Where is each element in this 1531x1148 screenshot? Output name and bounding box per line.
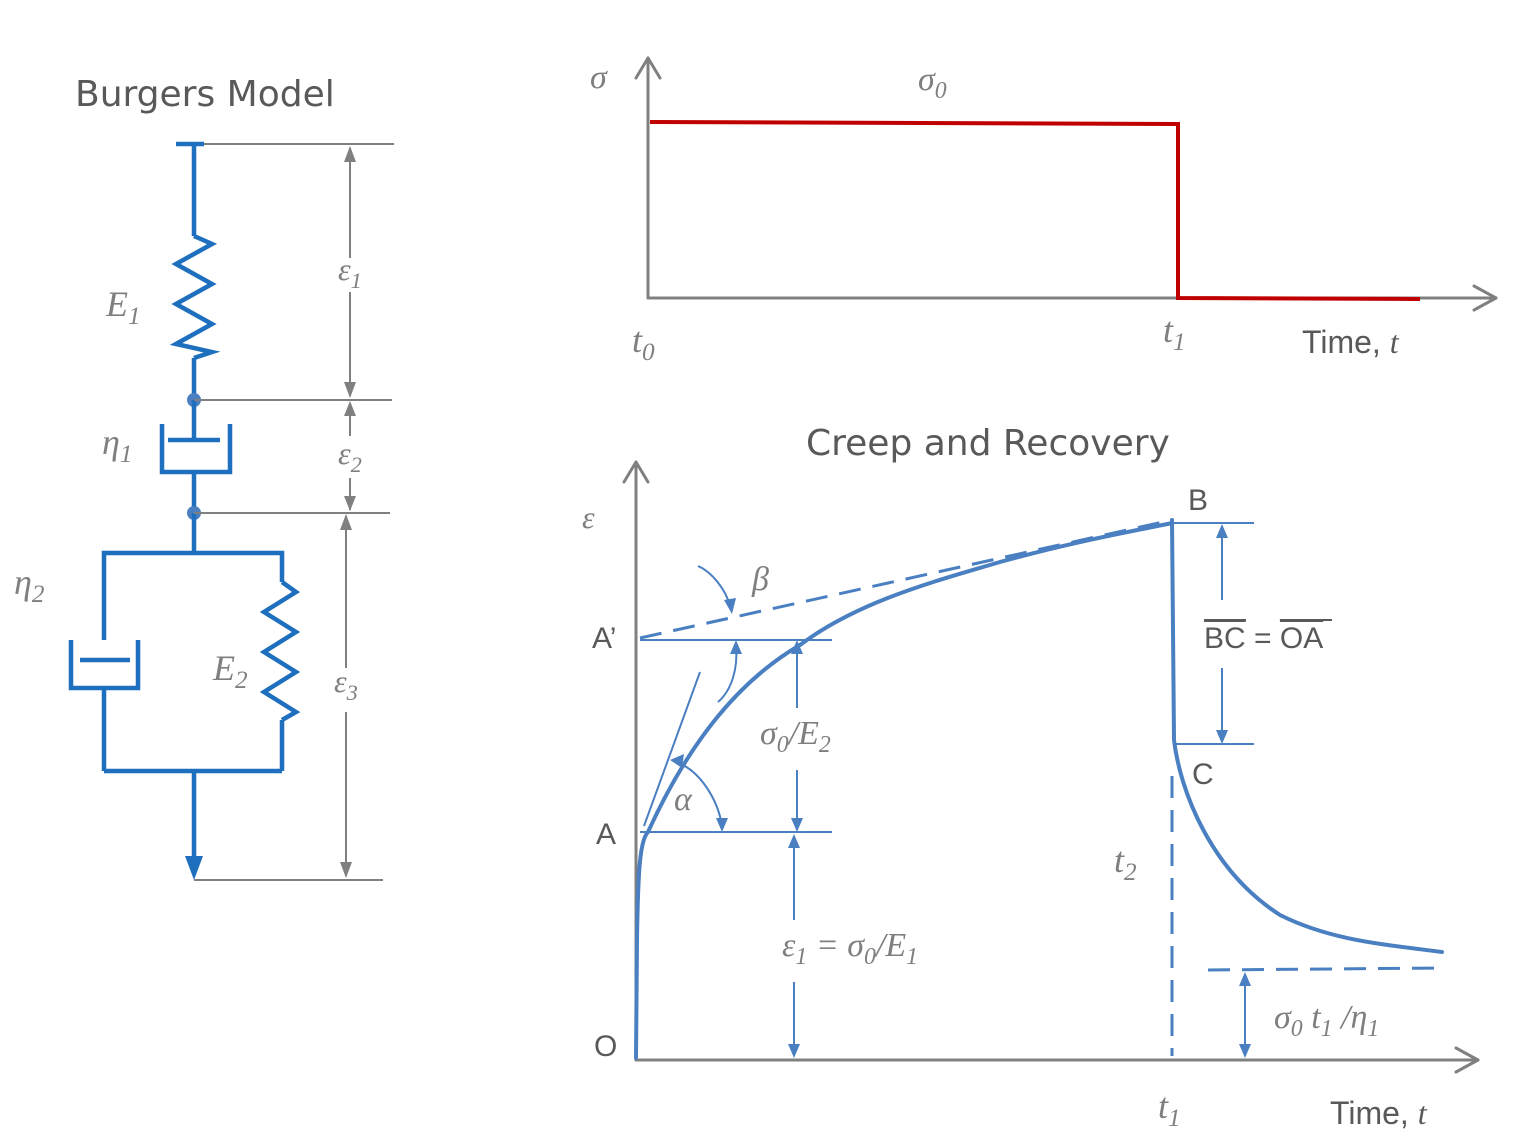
dim-eps1-arrow-up-icon xyxy=(788,834,800,848)
creep-t2-label: t2 xyxy=(1114,840,1137,886)
stress-t1-label: t1 xyxy=(1163,310,1186,356)
dim-sigma0-e2-arrow-down-icon xyxy=(791,818,803,832)
dimension-eps3 xyxy=(340,514,352,878)
creep-recovery-curve xyxy=(634,518,1444,1060)
a-prime-arc xyxy=(717,645,738,703)
bc-equals-oa-label: BC = OA xyxy=(1204,622,1323,655)
dimension-eps2 xyxy=(344,401,356,511)
dim-bc-arrow-down-icon xyxy=(1216,730,1228,744)
stress-t0-label: t0 xyxy=(632,320,655,366)
dim-sigma0-e2-arrow-up-icon xyxy=(791,640,803,654)
dim-eps1-arrow-down-icon xyxy=(788,1044,800,1058)
point-a-prime-label: A’ xyxy=(592,622,616,655)
label-eps1: ε1 xyxy=(338,251,362,293)
stress-y-arrow-icon xyxy=(634,56,662,80)
creep-y-label: ε xyxy=(582,499,595,535)
sigma0-e2-label: σ0/E2 xyxy=(760,715,831,758)
eps1-equation-label: ε1 = σ0/E1 xyxy=(782,927,918,970)
label-e2: E2 xyxy=(212,648,248,694)
load-arrow-icon xyxy=(185,856,203,880)
stress-step-line xyxy=(649,120,1421,301)
label-eps3: ε3 xyxy=(334,663,358,705)
stress-x-label: Time, t xyxy=(1302,324,1400,360)
permanent-strain-label: σ0 t1 /η1 xyxy=(1274,999,1379,1042)
dim-bc-arrow-up-icon xyxy=(1216,524,1228,538)
a-prime-arc-arrow-icon xyxy=(730,640,742,654)
creep-title: Creep and Recovery xyxy=(806,423,1170,464)
label-eta2: η2 xyxy=(14,562,45,608)
model-title: Burgers Model xyxy=(75,74,335,115)
creep-t1-label: t1 xyxy=(1158,1086,1181,1132)
beta-label: β xyxy=(751,561,769,598)
point-a-label: A xyxy=(596,818,616,851)
creep-y-arrow-icon xyxy=(622,460,650,484)
creep-x-label: Time, t xyxy=(1330,1095,1428,1131)
alpha-arrow-icon-1 xyxy=(716,818,728,832)
beta-arrow-icon xyxy=(724,598,736,614)
spring-e2 xyxy=(259,580,301,722)
stress-level-label: σ0 xyxy=(918,61,947,104)
point-o-label: O xyxy=(594,1030,617,1063)
point-c-label: C xyxy=(1192,758,1214,791)
alpha-label: α xyxy=(674,781,693,818)
dimension-eps1 xyxy=(344,146,356,398)
tangent-line-a xyxy=(643,671,701,827)
stress-plot: σ σ0 t0 t1 Time, t xyxy=(590,56,1498,366)
kelvin-top-frame xyxy=(101,550,285,640)
burgers-model: Burgers Model E1 η1 η2 E2 xyxy=(14,74,394,881)
label-eps2: ε2 xyxy=(338,435,362,477)
label-eta1: η1 xyxy=(102,422,132,468)
creep-x-arrow-icon xyxy=(1454,1046,1480,1074)
dim-permanent-arrow-down-icon xyxy=(1239,1044,1251,1058)
creep-plot: Creep and Recovery xyxy=(582,423,1480,1132)
point-b-label: B xyxy=(1188,484,1208,517)
spring-e1 xyxy=(169,233,221,361)
stress-x-arrow-icon xyxy=(1472,284,1498,312)
dim-permanent-arrow-up-icon xyxy=(1239,972,1251,986)
label-e1: E1 xyxy=(105,284,141,330)
alpha-arrow-icon-2 xyxy=(670,754,684,768)
stress-y-label: σ xyxy=(590,59,608,96)
dashpot-eta2-cylinder xyxy=(68,640,141,691)
permanent-strain-dashed-line xyxy=(1207,966,1443,972)
